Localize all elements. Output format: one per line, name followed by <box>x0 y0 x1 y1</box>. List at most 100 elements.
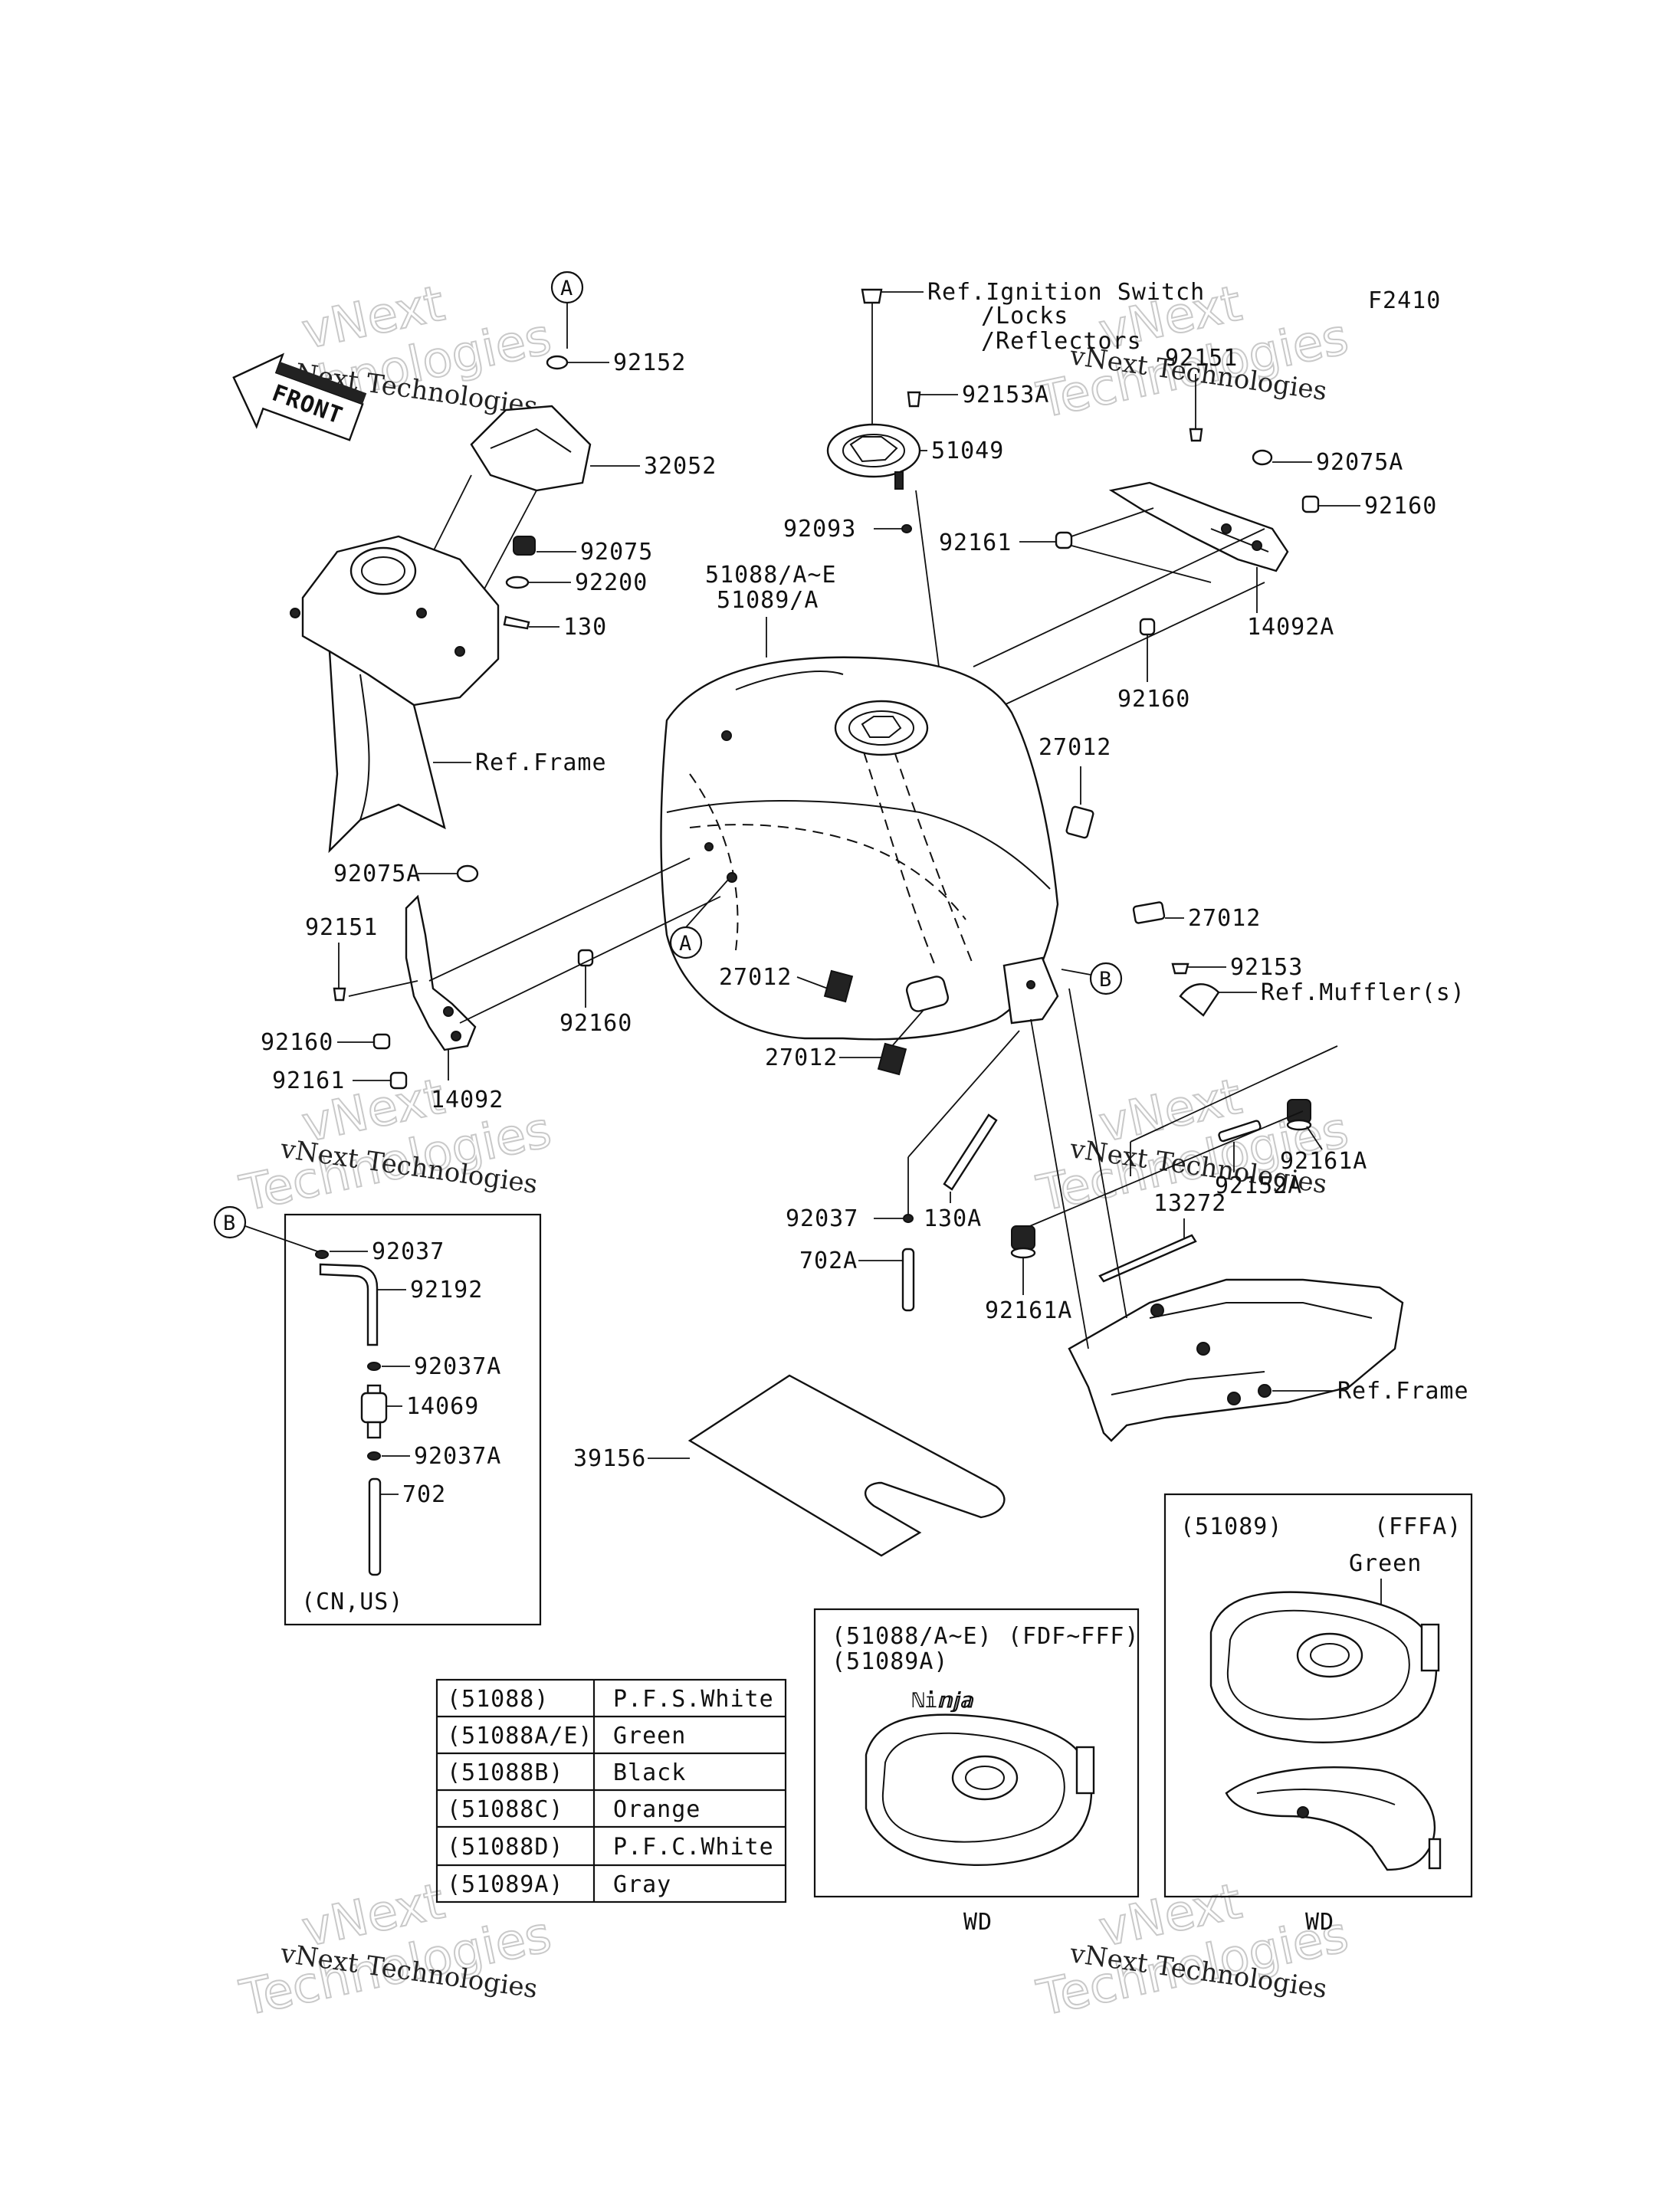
bracket-32052-icon <box>470 405 592 492</box>
hose-92192-icon <box>319 1263 379 1346</box>
pad-27012-e-icon <box>905 976 950 1012</box>
label-92161A-b: 92161A <box>985 1297 1072 1324</box>
label-92093: 92093 <box>783 516 856 543</box>
mat-39156-icon <box>687 1374 1006 1557</box>
table-code-2: (51088B) <box>447 1759 564 1786</box>
label-ref-frame-upper: Ref.Frame <box>475 749 607 776</box>
tank-inset-right-side-icon <box>1225 1766 1442 1871</box>
svg-text:ℕ𝕚𝕟𝕛𝕒: ℕ𝕚𝕟𝕛𝕒 <box>912 1689 974 1713</box>
table-color-4: P.F.C.White <box>613 1834 774 1861</box>
grommet-92161A-b-icon <box>1010 1225 1036 1259</box>
label-14092A: 14092A <box>1247 614 1334 641</box>
hose-702A-icon <box>901 1248 915 1312</box>
damper-92075-icon <box>513 536 536 556</box>
damper-92075A-top-icon <box>1252 449 1273 466</box>
bolt-ignition-icon <box>861 288 883 304</box>
label-92161-left: 92161 <box>272 1067 345 1094</box>
svg-text:B: B <box>223 1212 235 1235</box>
tank-inset-right-box <box>1163 1493 1473 1898</box>
label-92152: 92152 <box>613 349 686 376</box>
label-51088: 51088/A~E <box>705 562 837 589</box>
inset-mid-frames: (FDF~FFF) <box>1008 1623 1140 1650</box>
label-92160-mid: 92160 <box>1117 686 1190 713</box>
label-ref-frame-lower: Ref.Frame <box>1337 1378 1469 1405</box>
bolt-92152-icon <box>546 355 569 370</box>
label-92153A: 92153A <box>962 382 1049 408</box>
front-arrow-icon: FRONT <box>232 353 367 441</box>
label-ref-locks: /Locks <box>981 303 1068 330</box>
pad-27012-d-icon <box>877 1042 907 1076</box>
table-color-5: Gray <box>613 1871 671 1898</box>
hose-inset-box <box>284 1213 542 1626</box>
damper-92075A-left-icon <box>456 864 479 883</box>
grommet-92161-top-icon <box>1055 531 1073 549</box>
clip-92093-icon <box>901 524 912 533</box>
label-92151-top: 92151 <box>1165 345 1238 372</box>
grommet-92160-top-icon <box>1301 495 1320 513</box>
label-13272: 13272 <box>1153 1190 1226 1217</box>
frame-head-icon <box>290 535 500 854</box>
svg-text:B: B <box>1099 968 1111 992</box>
inset-label-92192: 92192 <box>410 1277 483 1303</box>
bolt-130-icon <box>503 615 530 630</box>
strap-13272-icon <box>1098 1234 1197 1283</box>
pad-27012-c-icon <box>823 969 854 1003</box>
svg-text:A: A <box>560 277 573 300</box>
bolt-92153A-icon <box>907 391 921 408</box>
table-code-0: (51088) <box>447 1686 549 1713</box>
grommet-92161A-a-icon <box>1286 1099 1312 1131</box>
label-27012-c: 27012 <box>719 964 792 991</box>
label-27012-a: 27012 <box>1039 734 1111 761</box>
clip-92037-mid-icon <box>903 1214 914 1223</box>
label-51049: 51049 <box>931 438 1004 464</box>
inset-label-92037A-a: 92037A <box>414 1353 501 1380</box>
callout-a-mid: A <box>669 926 703 959</box>
table-code-5: (51089A) <box>447 1871 564 1898</box>
rear-frame-icon <box>1068 1278 1404 1442</box>
label-92152A: 92152A <box>1215 1172 1302 1199</box>
tank-inset-right-top-icon <box>1209 1591 1440 1743</box>
label-92161A-a: 92161A <box>1280 1148 1367 1175</box>
label-92151-left: 92151 <box>305 914 378 941</box>
label-92160-top: 92160 <box>1364 493 1437 520</box>
table-color-0: P.F.S.White <box>613 1686 774 1713</box>
clip-92037A-b-icon <box>367 1451 381 1461</box>
inset-right-caption: WD <box>1305 1909 1334 1936</box>
inset-label-92037A-b: 92037A <box>414 1443 501 1470</box>
bolt-92153-icon <box>1171 962 1189 975</box>
table-code-3: (51088C) <box>447 1796 564 1823</box>
fuel-cap-51049-icon <box>826 423 921 490</box>
label-51089: 51089/A <box>717 587 819 614</box>
label-92075: 92075 <box>580 539 653 566</box>
table-color-3: Orange <box>613 1796 701 1823</box>
grommet-92160-left-icon <box>372 1033 391 1050</box>
bracket-14092A-icon <box>1108 481 1289 572</box>
table-code-4: (51088D) <box>447 1834 564 1861</box>
inset-right-code: (51089) <box>1180 1513 1282 1540</box>
callout-b-right: B <box>1089 962 1123 995</box>
washer-92200-icon <box>505 575 530 589</box>
label-92075A-top: 92075A <box>1316 449 1403 476</box>
grommet-92160-left-b-icon <box>577 949 594 967</box>
label-27012-d: 27012 <box>765 1044 838 1071</box>
bolt-92151-top-icon <box>1189 428 1203 442</box>
label-92200: 92200 <box>575 569 648 596</box>
label-92160-left-b: 92160 <box>559 1010 632 1037</box>
pad-27012-b-icon <box>1132 901 1166 924</box>
grommet-92161-left-icon <box>389 1071 408 1090</box>
label-92161-top: 92161 <box>939 530 1012 556</box>
bolt-130A-icon <box>943 1113 998 1191</box>
label-92075A-left: 92075A <box>333 861 421 887</box>
muffler-ref-icon <box>1179 983 1220 1017</box>
table-color-1: Green <box>613 1723 686 1749</box>
inset-label-702: 702 <box>402 1481 446 1508</box>
clip-92037A-a-icon <box>367 1362 381 1371</box>
inset-hose-note: (CN,US) <box>301 1589 403 1615</box>
bracket-14092-icon <box>405 894 477 1051</box>
figure-code: F2410 <box>1368 287 1441 314</box>
inset-label-14069: 14069 <box>406 1393 479 1420</box>
inset-mid-code-2: (51089A) <box>832 1648 949 1675</box>
callout-b-left: B <box>213 1205 247 1239</box>
callout-a-top: A <box>550 271 584 304</box>
